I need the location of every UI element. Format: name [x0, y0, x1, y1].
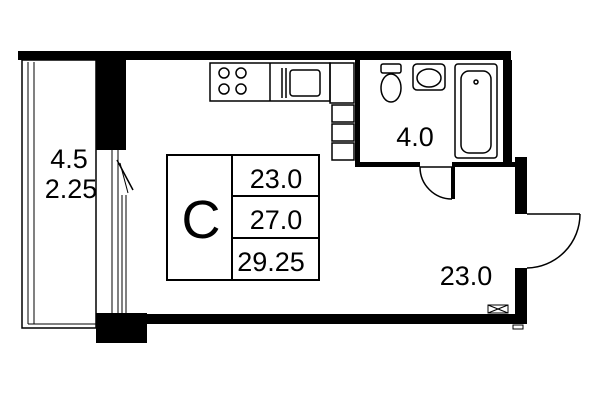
- doors: [419, 166, 581, 269]
- walls: [18, 51, 527, 343]
- toilet-icon: [380, 63, 402, 103]
- living-area: 23.0: [250, 164, 303, 194]
- entrance-door: [526, 213, 581, 269]
- balcony: [21, 59, 134, 329]
- balcony-reduced-area-label: 2.25: [45, 174, 98, 204]
- area-table: С 23.0 27.0 29.25: [166, 154, 320, 281]
- apartment-type-letter: С: [182, 190, 221, 250]
- total-area: 27.0: [250, 205, 303, 235]
- door-swing-icon: [419, 166, 453, 200]
- sink-icon: [281, 68, 321, 98]
- balcony-area-label: 4.5: [50, 144, 88, 174]
- vent-icon: [487, 304, 524, 330]
- kitchen: [209, 62, 355, 161]
- bathroom: [380, 63, 498, 159]
- stove-icon: [218, 67, 247, 95]
- main-room-area-label: 23.0: [440, 261, 493, 291]
- total-area-with-balcony: 29.25: [237, 247, 305, 277]
- bathtub-icon: [454, 63, 498, 159]
- bathroom-area-label: 4.0: [396, 122, 434, 152]
- washbasin-icon: [412, 63, 446, 91]
